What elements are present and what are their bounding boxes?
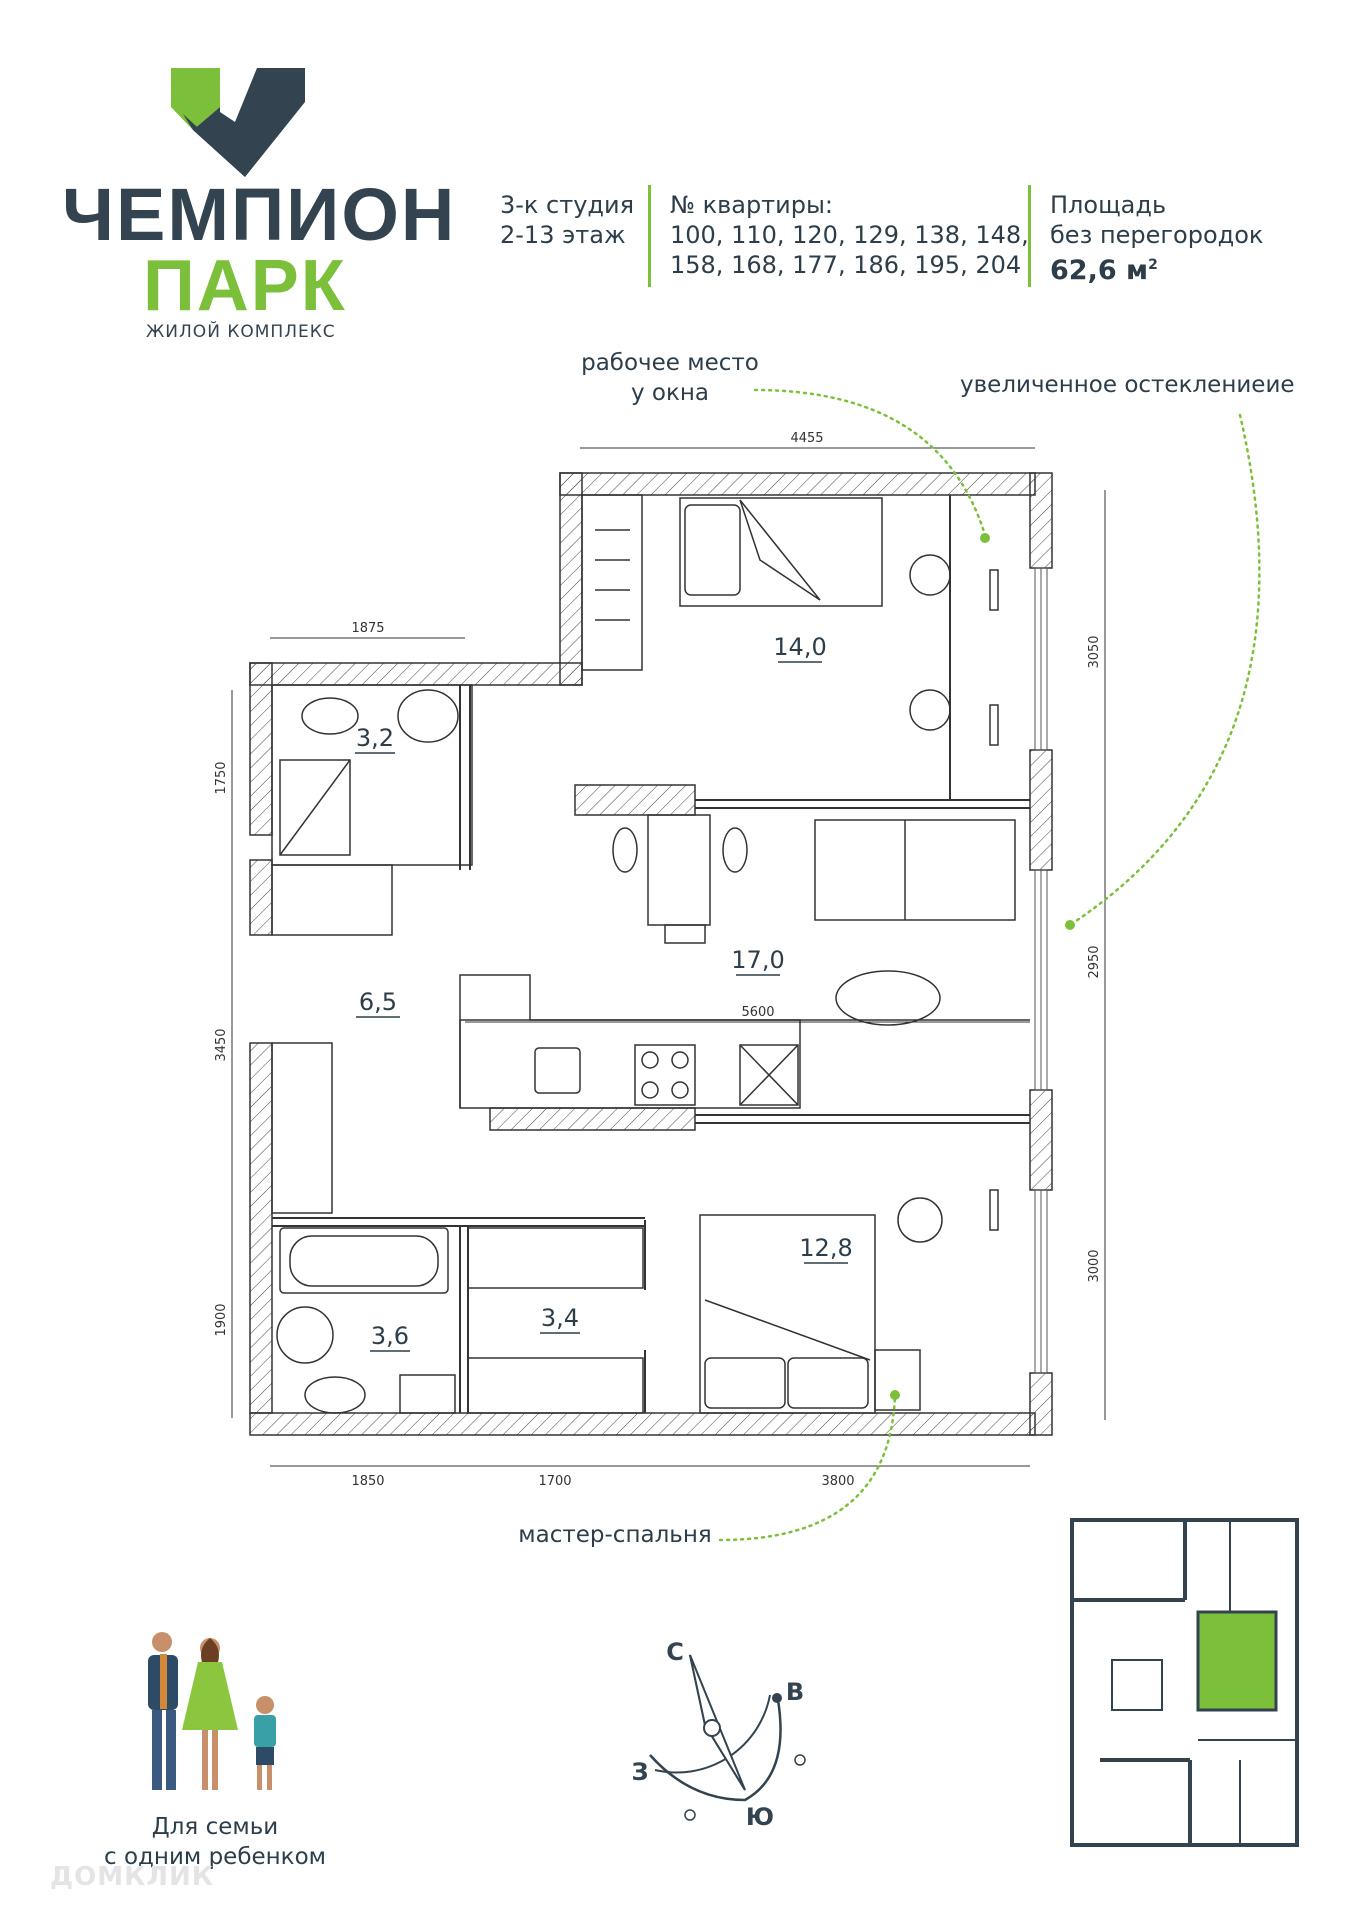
- callout-master-bedroom: мастер-спальня: [518, 1522, 712, 1548]
- apartment-type: 3-к студия: [500, 191, 635, 219]
- family-caption: Для семьи с одним ребенком: [103, 1814, 326, 1870]
- dim-left3: 1900: [214, 1303, 229, 1336]
- family-illustration-icon: [148, 1632, 276, 1790]
- room-label-bath: 3,6: [371, 1322, 409, 1350]
- dim-right1: 3050: [1087, 635, 1102, 668]
- apartment-numbers-block: № квартиры: 100, 110, 120, 129, 138, 148…: [670, 190, 1029, 280]
- compass-south: Ю: [746, 1803, 774, 1831]
- callout-glazing: увеличенное остеклениеие: [960, 372, 1295, 398]
- compass-east: В: [786, 1678, 804, 1706]
- compass-north: С: [666, 1638, 684, 1666]
- area-label-1: Площадь: [1050, 191, 1167, 219]
- room-label-wc: 3,2: [356, 724, 394, 752]
- dim-top: 4455: [790, 431, 823, 446]
- apartment-numbers-line1: 100, 110, 120, 129, 138, 148,: [670, 221, 1029, 249]
- dim-inner: 5600: [741, 1005, 774, 1020]
- compass-west: З: [631, 1758, 648, 1786]
- info-divider: [1028, 185, 1031, 287]
- brand-subtitle: ЖИЛОЙ КОМПЛЕКС: [146, 322, 336, 342]
- dim-left1: 1750: [214, 761, 229, 794]
- dim-bottom2: 1700: [538, 1474, 571, 1489]
- watermark: ДОМКЛИК: [50, 1862, 214, 1892]
- info-divider: [648, 185, 651, 287]
- area-value: 62,6 м2: [1050, 255, 1158, 286]
- brand-name-line1: ЧЕМПИОН: [62, 173, 457, 256]
- brand-name-line2: ПАРК: [143, 246, 347, 326]
- area-label-2: без перегородок: [1050, 221, 1264, 249]
- logo-mark-icon: [171, 68, 305, 177]
- dim-bottom3: 3800: [821, 1474, 854, 1489]
- room-label-wardrobe: 3,4: [541, 1304, 579, 1332]
- selected-apartment-highlight: [1196, 1610, 1278, 1712]
- apartment-type-block: 3-к студия 2-13 этаж: [500, 190, 634, 250]
- apartment-numbers-label: № квартиры:: [670, 191, 834, 219]
- apartment-floors: 2-13 этаж: [500, 221, 626, 249]
- dim-right3: 3000: [1087, 1249, 1102, 1282]
- dim-wc-top: 1875: [351, 621, 384, 636]
- room-label-hall: 6,5: [359, 988, 397, 1016]
- sun-icon: [684, 1754, 806, 1821]
- apartment-numbers-line2: 158, 168, 177, 186, 195, 204: [670, 251, 1022, 279]
- room-label-master: 12,8: [799, 1234, 852, 1262]
- room-label-bedroom1: 14,0: [773, 633, 826, 661]
- dim-bottom1: 1850: [351, 1474, 384, 1489]
- dim-right2: 2950: [1087, 945, 1102, 978]
- room-label-living: 17,0: [731, 946, 784, 974]
- dim-left2: 3450: [214, 1028, 229, 1061]
- area-block: Площадь без перегородок 62,6 м2: [1050, 190, 1263, 286]
- callout-workplace: рабочее место у окна: [581, 350, 759, 406]
